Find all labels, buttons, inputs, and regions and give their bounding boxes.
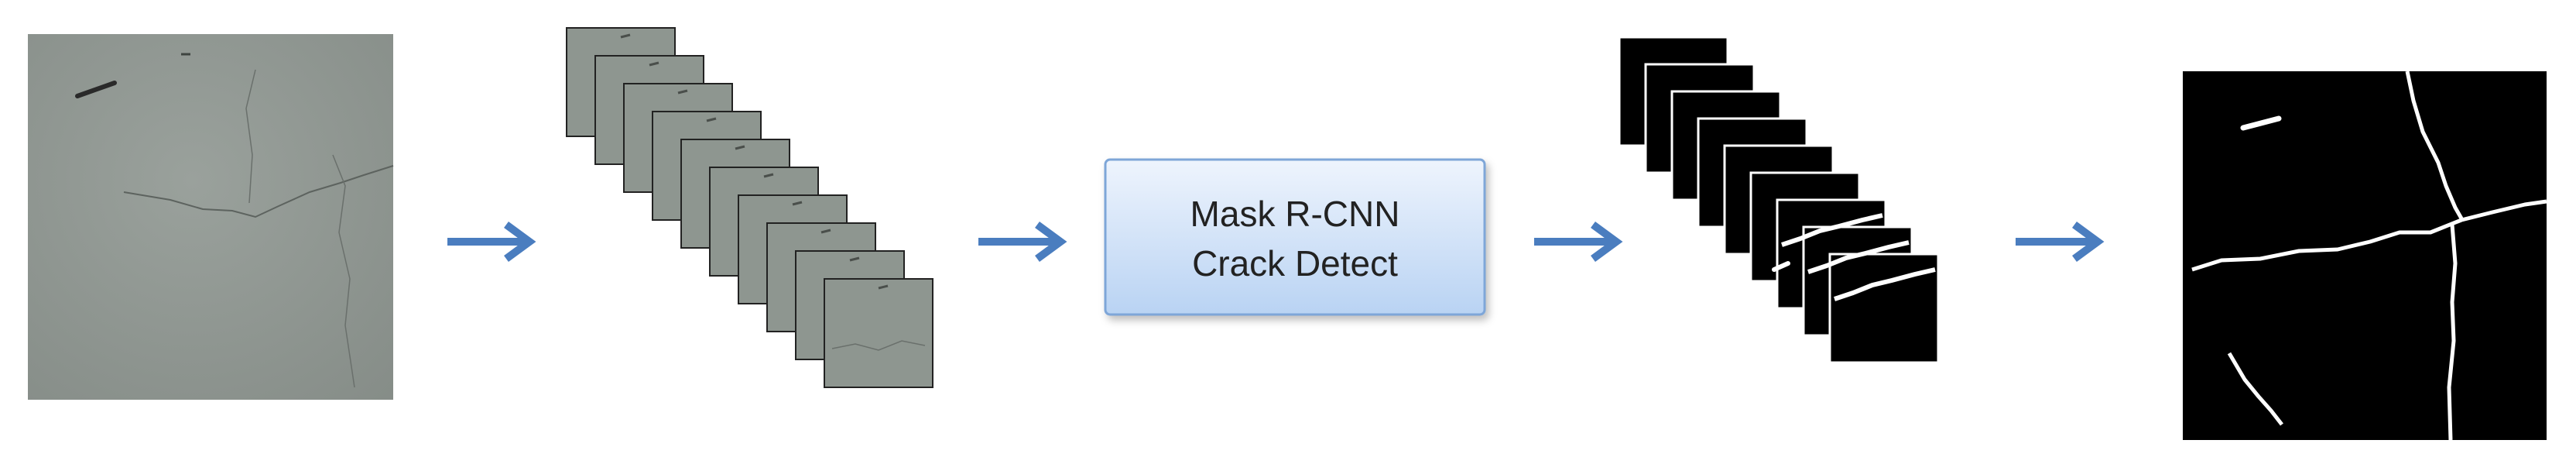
process-label-line1: Mask R-CNN [1190, 194, 1400, 234]
crack-line [2227, 352, 2283, 426]
mask-rcnn-process-box: Mask R-CNN Crack Detect [1104, 158, 1486, 316]
flow-arrow-1 [447, 221, 536, 263]
output-crack-mask [2183, 70, 2547, 441]
surface-mark [75, 81, 117, 98]
crack-line [1807, 240, 1910, 274]
crack-line [1781, 213, 1883, 247]
faint-crack [123, 165, 394, 218]
crack-line [1834, 267, 1936, 301]
process-label-line2: Crack Detect [1192, 243, 1398, 284]
mask-patch-stack [1618, 36, 1940, 364]
flow-arrow-3 [1534, 221, 1623, 263]
flow-arrow-2 [978, 221, 1067, 263]
input-patch-stack [566, 27, 933, 388]
input-patch [824, 278, 933, 388]
crack-line [2405, 70, 2464, 220]
faint-crack [332, 154, 355, 388]
mask-segment [2240, 115, 2282, 131]
crack-line [2191, 199, 2547, 272]
input-concrete-image [28, 34, 394, 400]
crack-line [2447, 224, 2458, 441]
mask-segment [1772, 261, 1790, 272]
faint-crack [245, 69, 256, 204]
faint-crack [831, 340, 926, 351]
flow-arrow-4 [2016, 221, 2105, 263]
